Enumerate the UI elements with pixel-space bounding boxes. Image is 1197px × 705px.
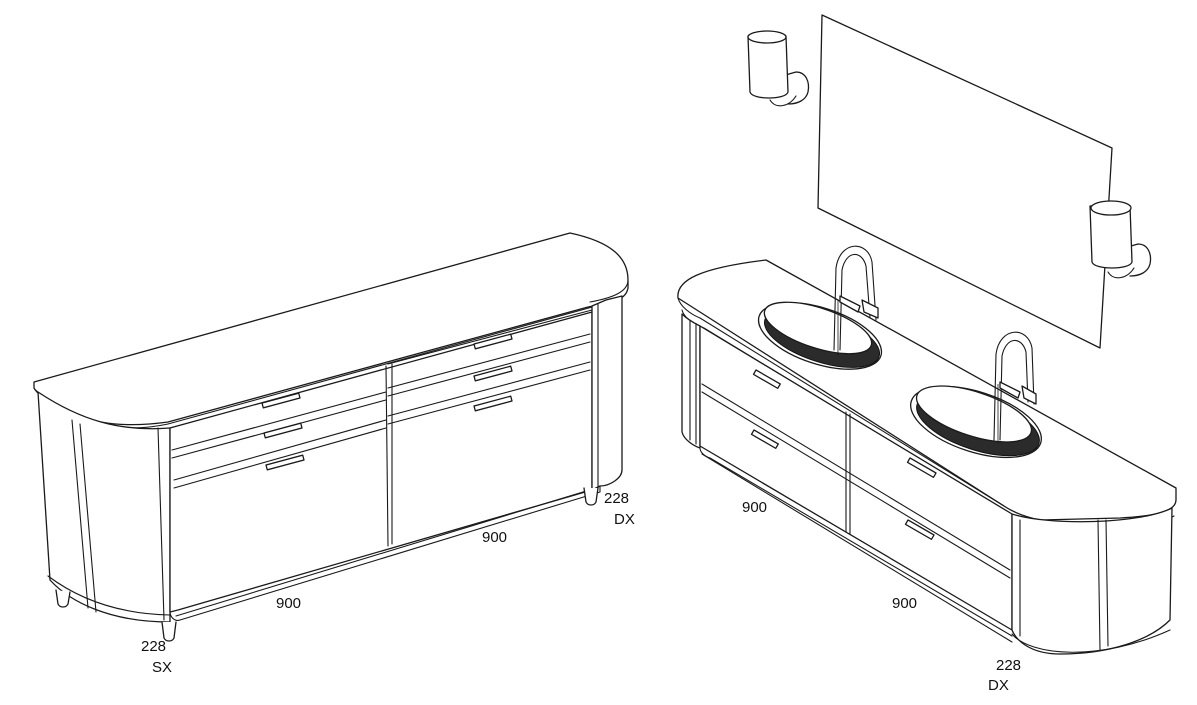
- wall-sconce-right: [1089, 200, 1152, 279]
- wall-sconce-left: [747, 30, 810, 107]
- drawer-handle: [263, 422, 303, 439]
- faucet-right: [993, 331, 1037, 444]
- vanity-right-end-panel: [1011, 507, 1173, 655]
- left-module-1-width-label: 900: [276, 595, 301, 612]
- left-sideboard: [33, 232, 629, 642]
- left-module-2-width-label: 900: [482, 529, 507, 546]
- right-end-side-label: DX: [988, 677, 1009, 694]
- right-module-1-width-label: 900: [742, 499, 767, 516]
- left-right-end-width-label: 228: [604, 490, 629, 507]
- drawer-handle: [473, 333, 513, 350]
- left-right-end-panel: [591, 295, 623, 491]
- left-front-body: [169, 311, 593, 613]
- left-foot-2: [161, 621, 177, 642]
- drawer-handle: [473, 395, 513, 412]
- basin-right: [910, 385, 1042, 459]
- mirror: [817, 14, 1113, 349]
- right-vanity: [677, 14, 1177, 655]
- drawer-handle: [261, 392, 301, 409]
- right-module-2-width-label: 900: [892, 595, 917, 612]
- faucet-left: [833, 245, 879, 356]
- left-right-end-side-label: DX: [614, 511, 635, 528]
- drawer-handle: [473, 365, 513, 382]
- drawer-handle: [265, 454, 305, 471]
- right-end-width-label: 228: [996, 657, 1021, 674]
- left-end-width-label: 228: [141, 638, 166, 655]
- left-end-side-label: SX: [152, 659, 172, 676]
- left-foot-1: [55, 589, 71, 608]
- basin-left: [757, 301, 883, 370]
